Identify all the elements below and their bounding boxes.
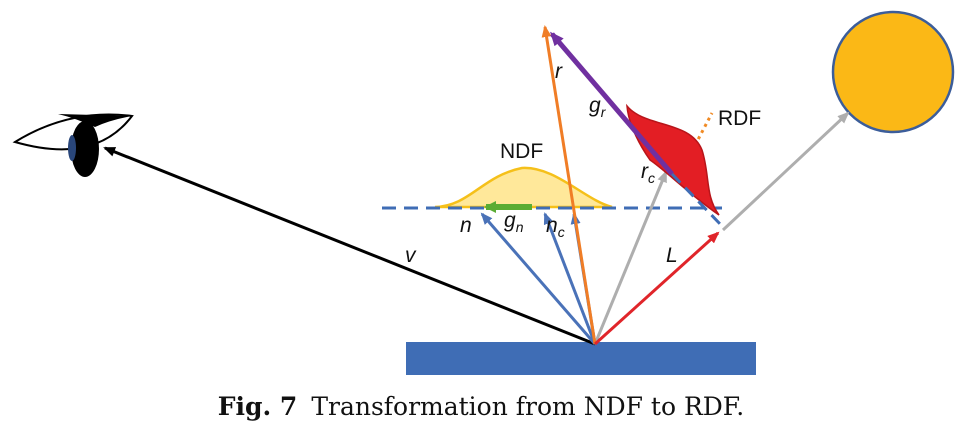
g-r-arrow (550, 31, 674, 176)
label-v: v (405, 244, 417, 267)
label-g-r: gr (589, 94, 607, 120)
label-rdf: RDF (718, 107, 761, 130)
reflection-vector-r (541, 25, 597, 345)
normal-vector-n (480, 212, 597, 345)
eye-icon (12, 113, 134, 177)
light-vector-to-sun (721, 111, 850, 232)
label-l: L (666, 244, 678, 267)
figure-number: Fig. 7 (217, 392, 298, 421)
normal-vector-n-c (543, 212, 597, 345)
figure-caption: Fig. 7 Transformation from NDF to RDF. (0, 392, 962, 421)
view-vector-v (103, 146, 596, 346)
label-n: n (460, 214, 472, 237)
ndf-lobe (434, 166, 613, 209)
sun-icon (831, 10, 955, 134)
dashed-diagonal (670, 172, 724, 228)
label-n-c: nc (546, 214, 565, 240)
label-r-c: rc (641, 160, 655, 186)
surface (406, 342, 756, 375)
rdf-lobe (626, 103, 720, 216)
light-vector-l (593, 231, 720, 346)
vector-r-c (593, 170, 668, 345)
ndf-to-rdf-diagram: NDF RDF v n gn nc r gr rc L (12, 10, 955, 375)
label-g-n: gn (504, 209, 524, 235)
figure-caption-text: Transformation from NDF to RDF. (311, 392, 745, 421)
label-r: r (555, 60, 563, 83)
label-ndf: NDF (500, 140, 543, 163)
